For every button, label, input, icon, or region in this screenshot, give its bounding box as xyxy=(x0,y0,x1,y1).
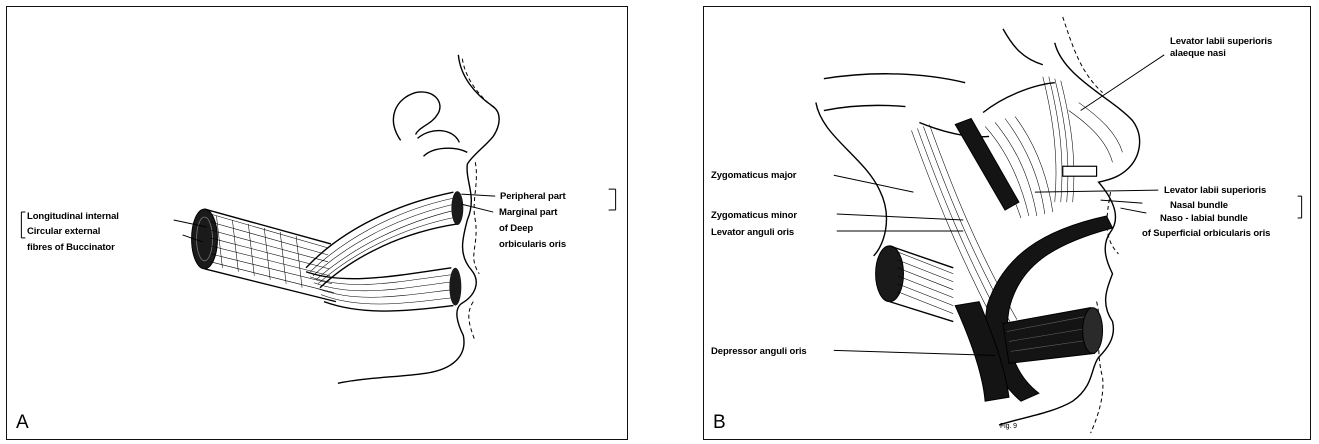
brow-lines xyxy=(824,74,1055,137)
nostril-a xyxy=(418,131,460,143)
figure-caption: Fig. 9 xyxy=(1000,421,1017,432)
panel-a-letter: A xyxy=(16,412,29,434)
label-marginal-part: Marginal part xyxy=(499,207,557,218)
buccinator-cylinder-b xyxy=(876,246,954,322)
upper-lip-bundle xyxy=(306,191,463,288)
lower-lip-cylinder-b xyxy=(1003,308,1103,364)
label-zygomaticus-minor: Zygomaticus minor xyxy=(711,210,797,221)
label-longitudinal-internal: Longitudinal internal xyxy=(27,211,119,222)
panel-b-letter: B xyxy=(713,412,726,434)
nasal-bundle-rect xyxy=(1063,166,1097,176)
label-nasal-bundle: Nasal bundle xyxy=(1170,200,1228,211)
leader-lines-a xyxy=(174,194,496,242)
panel-a-illustration xyxy=(7,7,627,439)
label-lls-alaeque-nasi-1: Levator labii superioris xyxy=(1170,36,1272,47)
label-of-deep: of Deep xyxy=(499,223,533,234)
muscle-lls-alaeque xyxy=(1043,77,1074,202)
label-peripheral-part: Peripheral part xyxy=(500,191,566,202)
bracket-b xyxy=(1298,196,1302,218)
label-orbicularis-oris-a: orbicularis oris xyxy=(499,239,566,250)
label-lls-alaeque-nasi-2: alaeque nasi xyxy=(1170,48,1226,59)
label-levator-labii-superioris: Levator labii superioris xyxy=(1164,185,1266,196)
panel-a: Longitudinal internal Circular external … xyxy=(6,6,628,440)
label-depressor-anguli-oris: Depressor anguli oris xyxy=(711,346,807,357)
label-zygomaticus-major: Zygomaticus major xyxy=(711,170,796,181)
panel-b: Levator labii superioris alaeque nasi Zy… xyxy=(703,6,1311,440)
label-circular-external: Circular external xyxy=(27,226,100,237)
label-naso-labial-bundle: Naso - labial bundle xyxy=(1160,213,1248,224)
label-levator-anguli-oris: Levator anguli oris xyxy=(711,227,794,238)
label-superficial-orbicularis: of Superficial orbicularis oris xyxy=(1142,228,1270,239)
label-fibres-of-buccinator: fibres of Buccinator xyxy=(27,242,115,253)
buccinator-cylinder xyxy=(192,209,336,302)
muscle-levator-labii xyxy=(975,103,1122,218)
muscle-zygomaticus-minor xyxy=(955,118,1019,210)
